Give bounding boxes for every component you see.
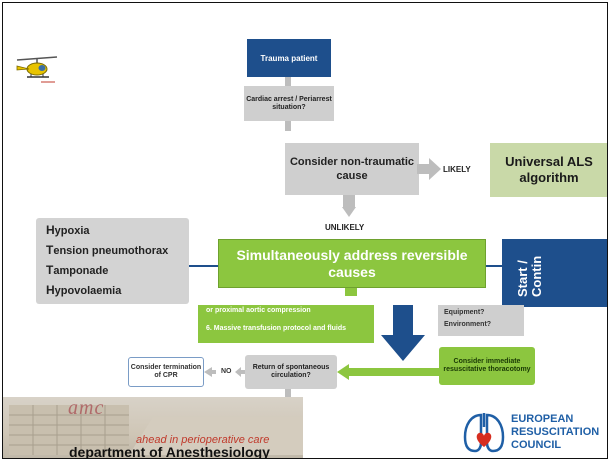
erc-line: COUNCIL	[511, 439, 562, 451]
arrow-left-icon	[337, 364, 439, 380]
cause-item: Tamponade	[46, 263, 109, 277]
cause-item: Hypovolaemia	[46, 283, 122, 297]
equipment-label: Equipment?	[444, 309, 485, 316]
building-graphic	[9, 405, 303, 455]
connector	[285, 121, 291, 131]
connector	[285, 77, 291, 86]
connector	[343, 195, 355, 207]
intervention-item: 6. Massive transfusion protocol and flui…	[206, 325, 347, 332]
arrow-left-icon	[235, 367, 245, 377]
environment-label: Environment?	[444, 321, 492, 328]
helicopter-icon	[16, 56, 58, 83]
consider-non-traumatic-node: Consider non-traumatic cause	[285, 143, 419, 195]
arrow-left-icon	[204, 367, 216, 377]
equipment-environment-box: Equipment? Environment?	[438, 305, 524, 336]
interventions-box: or proximal aortic compression 6. Massiv…	[198, 305, 374, 343]
start-continue-node: Start / Contin	[502, 239, 607, 307]
cause-item: Tension pneumothorax	[46, 243, 169, 257]
arrow-down-icon	[381, 305, 425, 361]
no-label: NO	[221, 368, 232, 375]
simultaneous-address-node: Simultaneously address reversible causes	[218, 239, 486, 288]
lungs-heart-logo-icon	[463, 413, 505, 453]
start-continue-label: Start / Contin	[515, 255, 544, 297]
cardiac-arrest-node: Cardiac arrest / Periarrest situation?	[244, 86, 334, 121]
unlikely-label: UNLIKELY	[325, 223, 365, 232]
cause-item: Hypoxia	[46, 223, 90, 237]
trauma-patient-node: Trauma patient	[247, 39, 331, 77]
universal-als-node: Universal ALS algorithm	[490, 143, 607, 197]
connector	[345, 288, 357, 296]
connector-line	[486, 265, 502, 267]
connector	[285, 389, 291, 397]
intervention-item: or proximal aortic compression	[206, 307, 311, 314]
erc-line: RESUSCITATION	[511, 426, 600, 438]
arrow-right-icon	[417, 158, 441, 180]
thoracotomy-node: Consider immediate resuscitative thoraco…	[439, 347, 535, 385]
likely-label: LIKELY	[443, 165, 471, 174]
arrow-down-icon	[342, 207, 356, 217]
amc-building-photo: amc	[3, 397, 303, 458]
reversible-causes-list: Hypoxia Tension pneumothorax Tamponade H…	[36, 218, 189, 304]
rosc-node: Return of spontaneous circulation?	[245, 355, 337, 389]
erc-name: EUROPEAN RESUSCITATION COUNCIL	[511, 413, 599, 452]
amc-logo: amc	[68, 397, 105, 419]
tagline: ahead in perioperative care	[136, 434, 270, 446]
erc-line: EUROPEAN	[511, 413, 574, 425]
termination-node: Consider termination of CPR	[128, 357, 204, 387]
connector-line	[189, 265, 219, 267]
department-name: department of Anesthesiology	[69, 444, 270, 459]
